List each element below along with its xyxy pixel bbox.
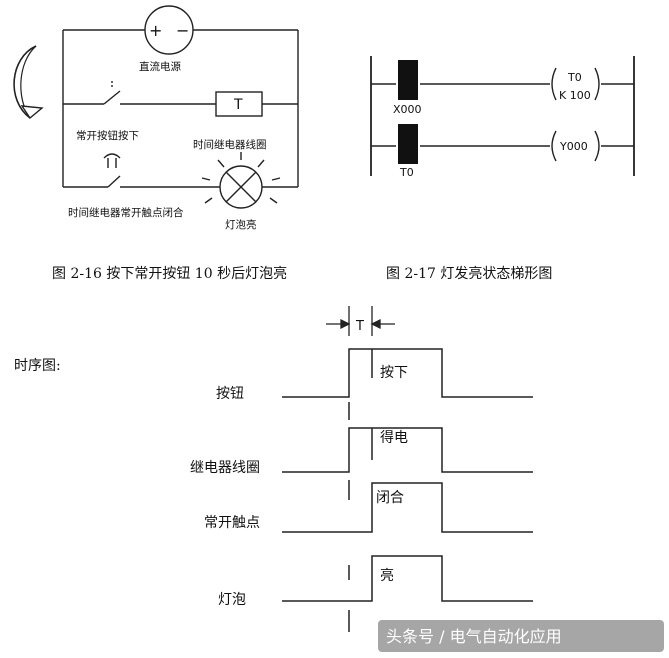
row-label-lamp: 灯泡 [218,592,246,608]
caption-right: 图 2-17 灯发亮状态梯形图 [386,265,552,282]
coil1-line2: K 100 [559,89,591,102]
row-label-contact: 常开触点 [204,515,260,531]
ladder-diagram [370,56,635,176]
contact-label: 时间继电器常开触点闭合 [68,206,184,219]
time-markers [348,349,373,632]
lamp-icon [201,152,281,209]
power-source-icon [144,5,194,55]
row-state-coil: 得电 [380,429,408,446]
caption-left: 图 2-16 按下常开按钮 10 秒后灯泡亮 [52,265,287,282]
row-state-button: 按下 [380,365,408,381]
lamp-label: 灯泡亮 [225,218,257,231]
contact1-label: X000 [393,103,422,116]
coil-label: 时间继电器线圈 [193,138,267,151]
circuit-diagram [13,5,299,209]
timing-title: 时序图: [14,358,61,374]
power-label: 直流电源 [139,60,181,73]
row-state-contact: 闭合 [376,490,404,506]
waveform-button [282,348,533,398]
coil2-label: Y000 [559,140,588,153]
button-label: 常开按钮按下 [76,129,139,142]
row-label-coil: 继电器线圈 [190,460,260,476]
timer-box-label: T [233,97,243,113]
delay-label: T [355,319,364,334]
timer-box [215,91,263,117]
waveform-coil [282,427,533,473]
power-minus: − [176,21,189,40]
row-label-button: 按钮 [216,386,244,402]
curved-arrow-icon [13,45,44,120]
contact-x000 [398,60,418,100]
waveform-contact [282,482,533,533]
power-plus: + [149,21,162,40]
delay-indicator [326,306,395,336]
contact-t0 [398,124,418,164]
watermark-text: 头条号 / 电气自动化应用 [386,627,562,646]
waveform-lamp [282,555,533,602]
contact2-label: T0 [399,166,414,179]
waveforms [282,348,533,602]
button-contact [103,90,121,105]
watermark: 头条号 / 电气自动化应用 [378,620,664,652]
row-state-lamp: 亮 [380,567,394,584]
coil1-line1: T0 [567,71,582,84]
